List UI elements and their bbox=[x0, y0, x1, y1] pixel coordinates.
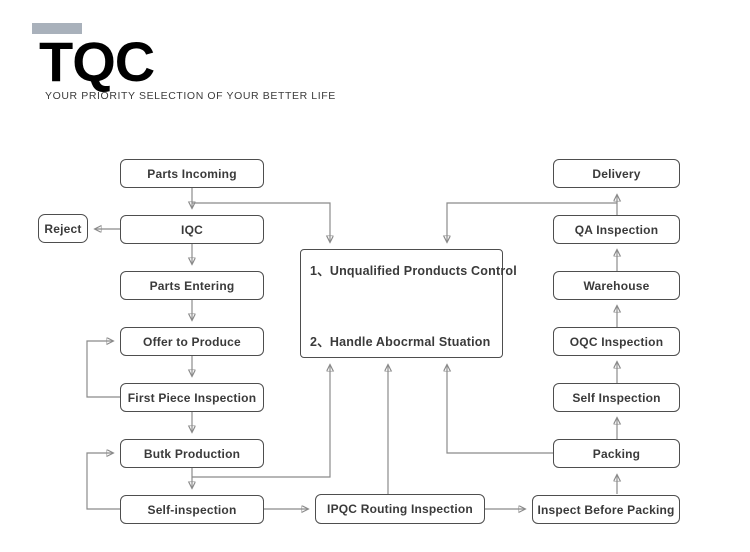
node-delivery: Delivery bbox=[553, 159, 680, 188]
brand-tagline: YOUR PRIORITY SELECTION OF YOUR BETTER L… bbox=[45, 90, 336, 102]
connector-group bbox=[86, 188, 617, 509]
node-reject: Reject bbox=[38, 214, 88, 243]
node-first-piece-inspection: First Piece Inspection bbox=[120, 383, 264, 412]
node-parts-entering: Parts Entering bbox=[120, 271, 264, 300]
node-qa-inspection: QA Inspection bbox=[553, 215, 680, 244]
node-parts-incoming: Parts Incoming bbox=[120, 159, 264, 188]
node-iqc: IQC bbox=[120, 215, 264, 244]
node-offer-to-produce: Offer to Produce bbox=[120, 327, 264, 356]
node-oqc-inspection: OQC Inspection bbox=[553, 327, 680, 356]
logo-accent-bar bbox=[32, 23, 82, 34]
node-self-inspection-2: Self Inspection bbox=[553, 383, 680, 412]
node-warehouse: Warehouse bbox=[553, 271, 680, 300]
brand-logo-text: TQC bbox=[39, 30, 155, 93]
node-packing: Packing bbox=[553, 439, 680, 468]
node-inspect-before-packing: Inspect Before Packing bbox=[532, 495, 680, 524]
node-unqualified-control-box: 1、Unqualified Pronducts Control 2、Handle… bbox=[300, 249, 517, 358]
node-bulk-production: Butk Production bbox=[120, 439, 264, 468]
node-ipqc-routing-inspection: IPQC Routing Inspection bbox=[315, 494, 485, 524]
control-box-line2: 2、Handle Abocrmal Stuation bbox=[310, 335, 491, 349]
control-box-line1: 1、Unqualified Pronducts Control bbox=[310, 264, 517, 278]
node-self-inspection: Self-inspection bbox=[120, 495, 264, 524]
